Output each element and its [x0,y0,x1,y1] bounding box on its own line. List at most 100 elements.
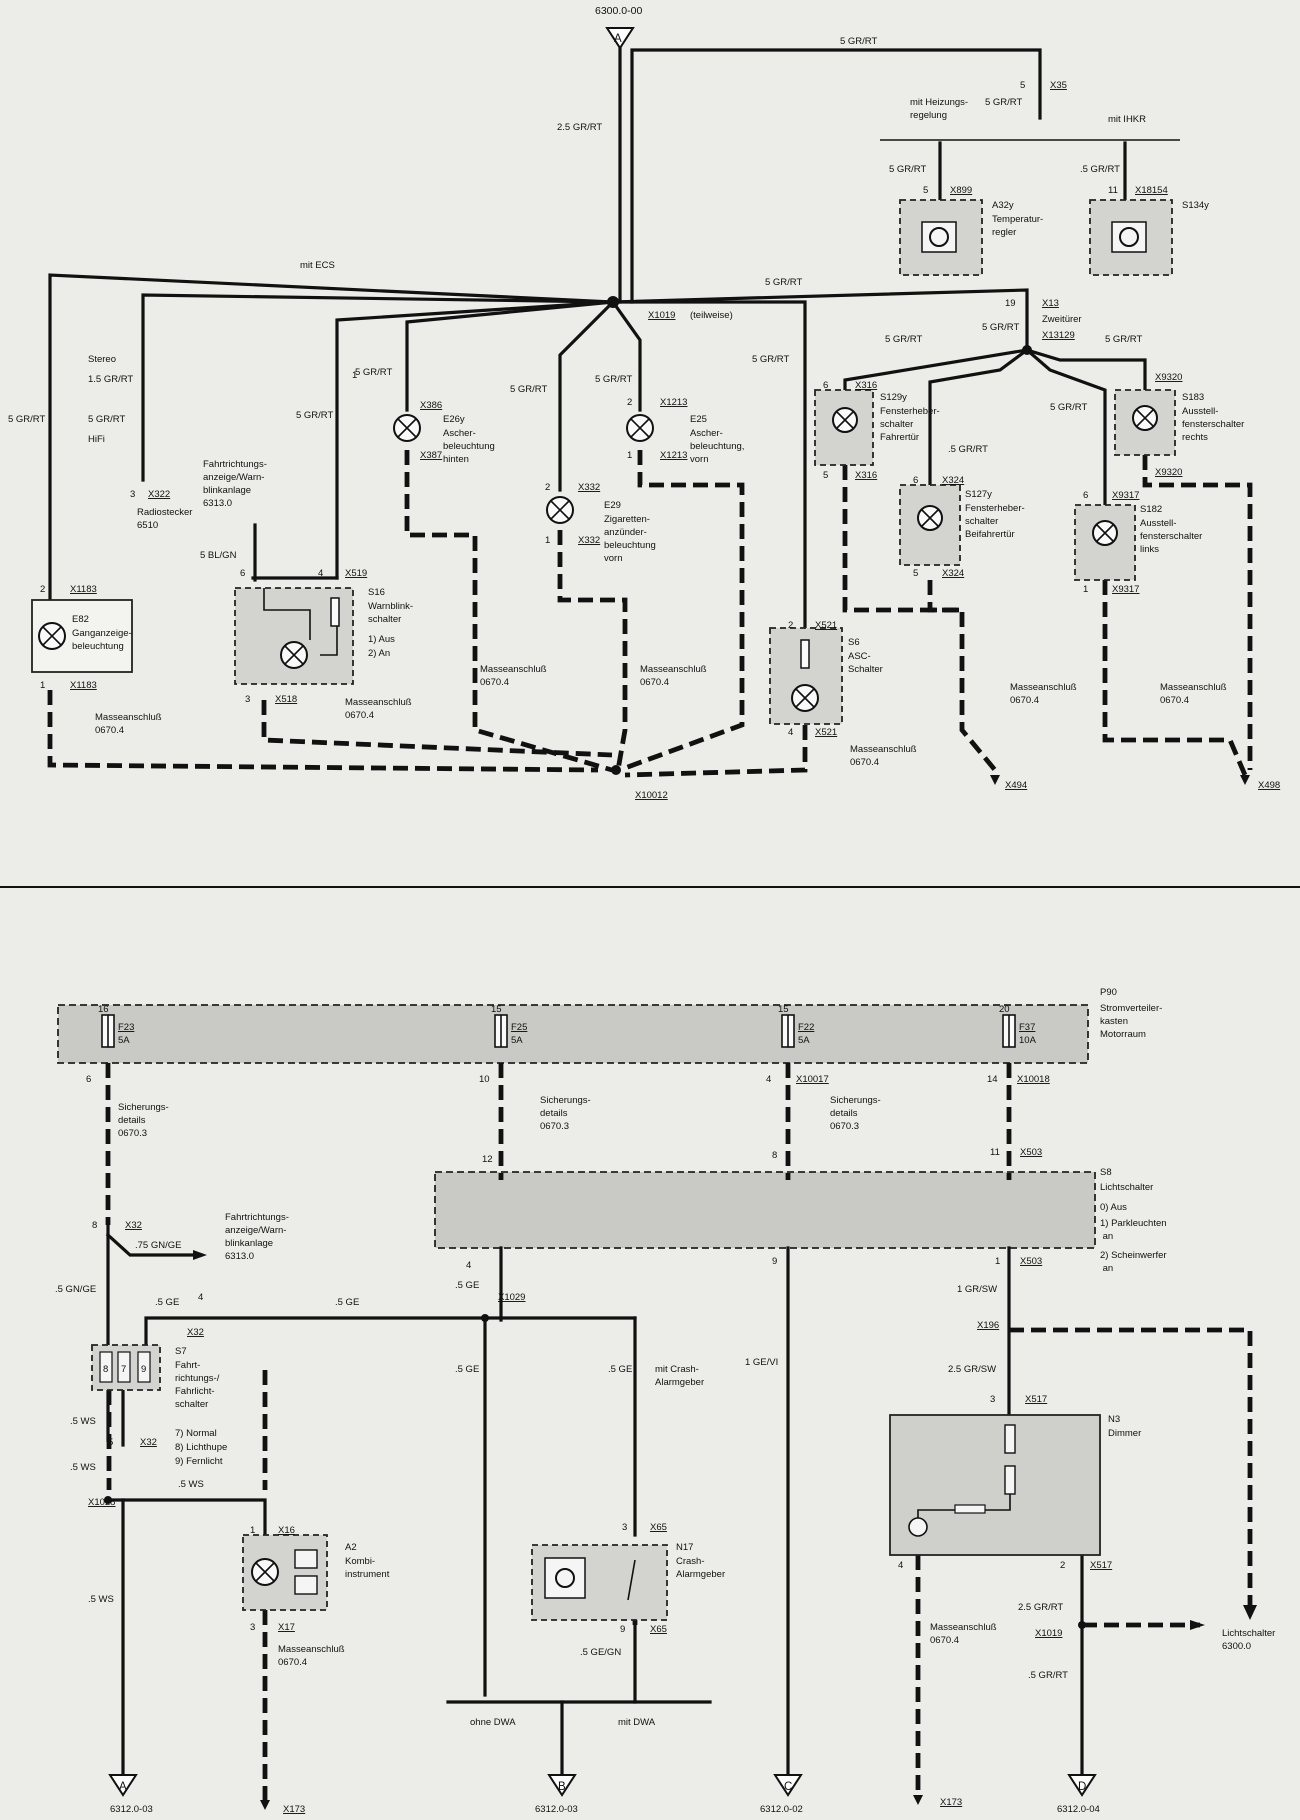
switch-state: 0) Aus [1100,1202,1127,1213]
text-line: blinkanlage [225,1238,273,1249]
pin-label: 11 [1108,185,1118,196]
connector-label: X518 [275,694,297,705]
connector-label: X1019 [1035,1628,1062,1639]
pin-label: 3 [245,694,250,705]
pin-label: 4 [766,1074,771,1085]
text-line: vorn [690,454,708,465]
component-name: P90 [1100,987,1117,998]
text-line: Alarmgeber [676,1569,725,1580]
pin-label: 10 [479,1074,490,1085]
text-line: Kombi- [345,1556,375,1567]
wire-label: 5 BL/GN [200,550,237,561]
wire-label: .5 GE [335,1297,359,1308]
connector-label: X9317 [1112,490,1139,501]
text-line: 6313.0 [225,1251,254,1262]
wire-label: 5 GR/RT [595,374,633,385]
text-line: Ascher- [443,428,476,439]
pin-label: 12 [482,1154,493,1165]
component-name: S182 [1140,504,1162,515]
pin-label: 2 [545,482,550,493]
connector-label: X9320 [1155,372,1182,383]
wire-label: .5 WS [70,1462,96,1473]
text-line: Masseanschluß [850,744,917,755]
top-ground-wires [47,450,1253,778]
text-line: richtungs-/ [175,1373,220,1384]
connector-label: X1183 [70,680,97,691]
fuse-number: 15 [491,1004,502,1015]
text-line: Schalter [848,664,883,675]
text-line: Motorraum [1100,1029,1146,1040]
connector-label: X332 [578,482,600,493]
text-line: 0670.4 [95,725,124,736]
connector-label: X517 [1025,1394,1047,1405]
labels-layer: 6300.0-00 A 5 GR/RT 2.5 GR/RT 5 X35 5 GR… [8,5,1280,1815]
connector-label: X9320 [1155,467,1182,478]
splice-x13129 [1022,345,1032,355]
pin-label: 7 [121,1364,126,1375]
connector-label: X324 [942,568,964,579]
wire-label: 5 GR/RT [296,410,334,421]
switch-state: 7) Normal [175,1428,217,1439]
pin-label: 5 [823,470,828,481]
text-line: an [1100,1231,1113,1242]
switch-state: 8) Lichthupe [175,1442,227,1453]
text-line: details [830,1108,858,1119]
text-line: an [1100,1263,1113,1274]
pin-label: 6 [823,380,828,391]
text-line: Masseanschluß [640,664,707,675]
pin-label: 2 [1060,1560,1065,1571]
component-name: S134y [1182,200,1209,211]
wire-label: .5 GR/RT [948,444,988,455]
fuses [101,1014,1016,1048]
text-line: Beifahrertür [965,529,1015,540]
s8-light-switch-box [434,1171,1096,1249]
text-line: 0670.4 [930,1635,959,1646]
connector-label: X65 [650,1522,667,1533]
pin-label: 6 [1083,490,1088,501]
lamp-e26 [393,414,421,442]
connector-label: X322 [148,489,170,500]
connector-label: X899 [950,185,972,196]
connector-label: X173 [283,1804,305,1815]
component-desc: Temperatur-regler [992,214,1043,238]
text-line: instrument [345,1569,390,1580]
component-a2 [242,1534,328,1611]
text-line: blinkanlage [203,485,251,496]
switch-state: 2) An [368,648,390,659]
text-line: Fahrtrichtungs- [203,459,267,470]
component-n17 [531,1544,668,1621]
component-a32y [899,199,983,276]
connector-label: X13 [1042,298,1059,309]
component-name: S129y [880,392,907,403]
connector-label: X32 [187,1327,204,1338]
component-s6 [769,627,843,725]
text-line: Masseanschluß [278,1644,345,1655]
text-line: Fahrertür [880,432,919,443]
text-line: beleuchtung [443,441,495,452]
text-line: beleuchtung [604,540,656,551]
component-name: A32y [992,200,1014,211]
component-name: S183 [1182,392,1204,403]
fuse-name: F25 [511,1022,527,1033]
text-line: 0670.4 [278,1657,307,1668]
text-line: Masseanschluß [930,1622,997,1633]
pin-label: 4 [318,568,323,579]
pin-label: 8 [103,1364,108,1375]
component-s7 [91,1344,161,1391]
component-desc: ASC-Schalter [848,651,883,675]
text-line: Masseanschluß [1160,682,1227,693]
component-s182 [1074,504,1136,581]
connector-label: X10012 [635,790,668,801]
text-line: Zigaretten- [604,514,650,525]
text-line: links [1140,544,1159,555]
wire-label: 5 GR/RT [840,36,878,47]
